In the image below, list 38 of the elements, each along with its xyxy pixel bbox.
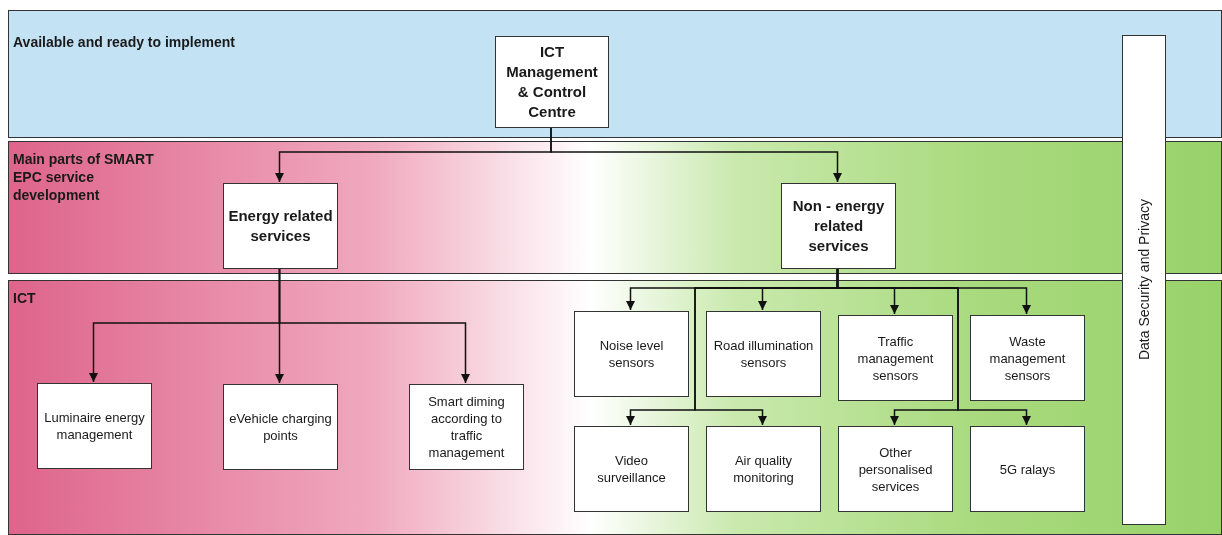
connector-arrow <box>550 126 842 183</box>
box-label: 5G ralays <box>999 460 1056 478</box>
box-label: Energy related services <box>228 206 333 246</box>
process-box <box>574 426 689 512</box>
box-label: Smart diming according to traffic management <box>427 393 506 461</box>
process-box <box>409 384 524 470</box>
process-box <box>970 426 1085 512</box>
process-box <box>495 36 609 128</box>
process-box <box>223 183 338 269</box>
box-label: Non - energy related services <box>791 196 886 256</box>
box-label: eVehicle charging points <box>228 410 333 444</box>
box-label: Road illumination sensors <box>712 337 815 371</box>
lane-heading: Available and ready to implement <box>13 33 236 51</box>
process-box <box>223 384 338 470</box>
box-label: Data Security and Privacy <box>1134 199 1153 361</box>
lane-heading: Main parts of SMART EPC service development <box>13 150 155 204</box>
box-label: Waste management sensors <box>988 332 1067 384</box>
box-label: Video surveillance <box>596 452 667 486</box>
box-label: Luminaire energy management <box>43 409 146 443</box>
process-box <box>838 426 953 512</box>
process-box <box>37 383 152 469</box>
vertical-box <box>1122 35 1166 525</box>
process-box <box>706 311 821 397</box>
box-label: Traffic management sensors <box>856 332 935 384</box>
process-box <box>781 183 896 269</box>
process-box <box>838 315 953 401</box>
connector-arrow <box>278 267 470 384</box>
swimlane-band <box>8 141 1222 274</box>
box-label: Air quality monitoring <box>732 452 795 486</box>
box-label: ICT Management & Control Centre <box>505 42 599 122</box>
lane-heading: ICT <box>13 289 37 307</box>
box-label: Noise level sensors <box>598 337 665 371</box>
swimlane-band <box>8 10 1222 138</box>
connector-arrow <box>836 267 1031 426</box>
process-box <box>970 315 1085 401</box>
box-label: Other personalised services <box>857 443 934 495</box>
process-box <box>706 426 821 512</box>
process-box <box>574 311 689 397</box>
